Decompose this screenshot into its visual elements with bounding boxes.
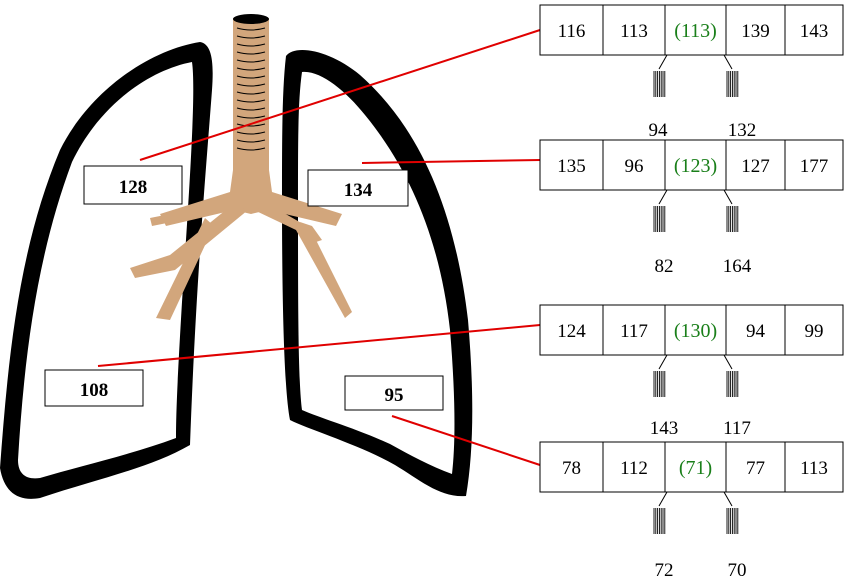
table-cell-value: 177 [800,156,829,177]
branch-line [724,190,732,204]
table-cell-value: (113) [674,20,717,42]
table-cell-value: 99 [805,321,824,342]
table-cell-value: 78 [562,458,581,479]
branch-ticks [654,371,665,397]
branch-value: 72 [655,560,674,581]
branch-line [659,190,667,204]
table-cell-value: 96 [625,156,644,177]
table-cell-value: 77 [746,458,765,479]
lung-label-left-lower: 108 [45,370,143,406]
branch-value: 117 [723,418,751,439]
table-cell-value: 143 [800,21,829,42]
trachea-opening [233,14,269,24]
branch-line [724,55,732,69]
lung-label-right-lower: 95 [345,376,443,410]
lung-label-left-upper: 128 [84,166,182,204]
table-4: 78 112 (71) 77 113 72 70 [540,442,843,581]
connector-3 [98,325,540,366]
right-lung-outline [282,50,472,496]
branch-line [659,355,667,369]
table-cell-value: 139 [741,21,770,42]
branch-value: 70 [728,560,747,581]
table-cell-value: 112 [620,458,648,479]
table-cell-value: 94 [746,321,766,342]
table-cell-value: 113 [800,458,828,479]
branch-line [659,55,667,69]
svg-text:128: 128 [119,177,148,198]
branch-ticks [727,71,738,97]
table-cell-value: 117 [620,321,648,342]
branch-value: 132 [728,120,757,141]
table-cell-value: 116 [558,21,586,42]
branch-value: 164 [723,256,752,277]
branch-ticks [727,206,738,232]
table-1: 116 113 (113) 139 143 94 132 [540,5,843,141]
branch-line [724,492,732,506]
branch-value: 94 [649,120,669,141]
branch-ticks [654,508,665,534]
tables: 116 113 (113) 139 143 94 132 135 96 (123) 127 177 82… [540,5,843,581]
branch-line [724,355,732,369]
table-cell-value: (130) [674,320,717,342]
table-cell-value: 113 [620,21,648,42]
branch-ticks [727,371,738,397]
table-3: 124 117 (130) 94 99 143 117 [540,305,843,439]
table-cell-value: 124 [557,321,586,342]
lung-label-right-upper: 134 [308,170,408,206]
connector-2 [362,160,540,163]
svg-text:108: 108 [80,380,109,401]
table-cell-value: 135 [557,156,586,177]
svg-text:95: 95 [385,385,404,406]
branch-ticks [654,71,665,97]
branch-ticks [727,508,738,534]
table-cell-value: 127 [741,156,770,177]
table-cell-value: (123) [674,155,717,177]
table-2: 135 96 (123) 127 177 82 164 [540,140,843,277]
branch-value: 143 [650,418,679,439]
branch-line [659,492,667,506]
branch-ticks [654,206,665,232]
branch-value: 82 [655,256,674,277]
table-cell-value: (71) [679,457,712,479]
svg-text:134: 134 [344,180,373,201]
